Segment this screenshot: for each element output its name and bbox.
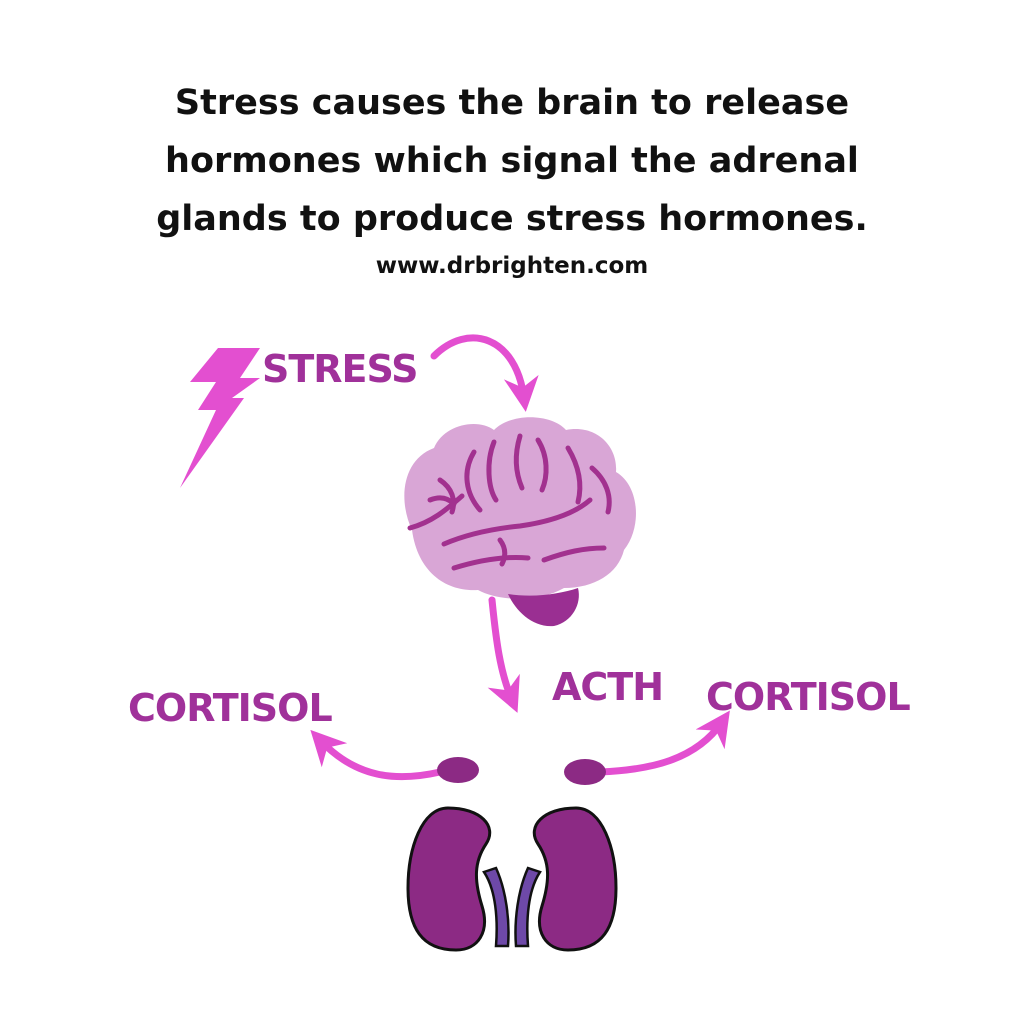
headline: Stress causes the brain to release hormo… — [112, 74, 912, 248]
right-adrenal-to-cortisol-arrow — [596, 710, 730, 776]
acth-label: ACTH — [552, 665, 663, 709]
headline-line-1: Stress causes the brain to release — [174, 83, 850, 123]
right-adrenal-gland-icon — [564, 759, 606, 785]
brain-icon — [404, 417, 636, 627]
headline-line-3: glands to produce stress hormones. — [156, 199, 868, 239]
lightning-bolt-icon — [180, 348, 260, 488]
left-kidney-icon — [406, 806, 510, 952]
stress-to-brain-arrow — [430, 334, 539, 412]
website-url: www.drbrighten.com — [375, 253, 649, 279]
headline-line-2: hormones which signal the adrenal — [165, 141, 859, 181]
cortisol-right-label: CORTISOL — [706, 675, 910, 719]
right-kidney-icon — [514, 806, 618, 952]
brain-to-adrenal-arrow — [487, 596, 520, 713]
left-adrenal-to-cortisol-arrow — [310, 729, 444, 781]
left-adrenal-gland-icon — [437, 757, 479, 783]
cortisol-left-label: CORTISOL — [128, 686, 332, 730]
stress-label: STRESS — [262, 347, 418, 391]
